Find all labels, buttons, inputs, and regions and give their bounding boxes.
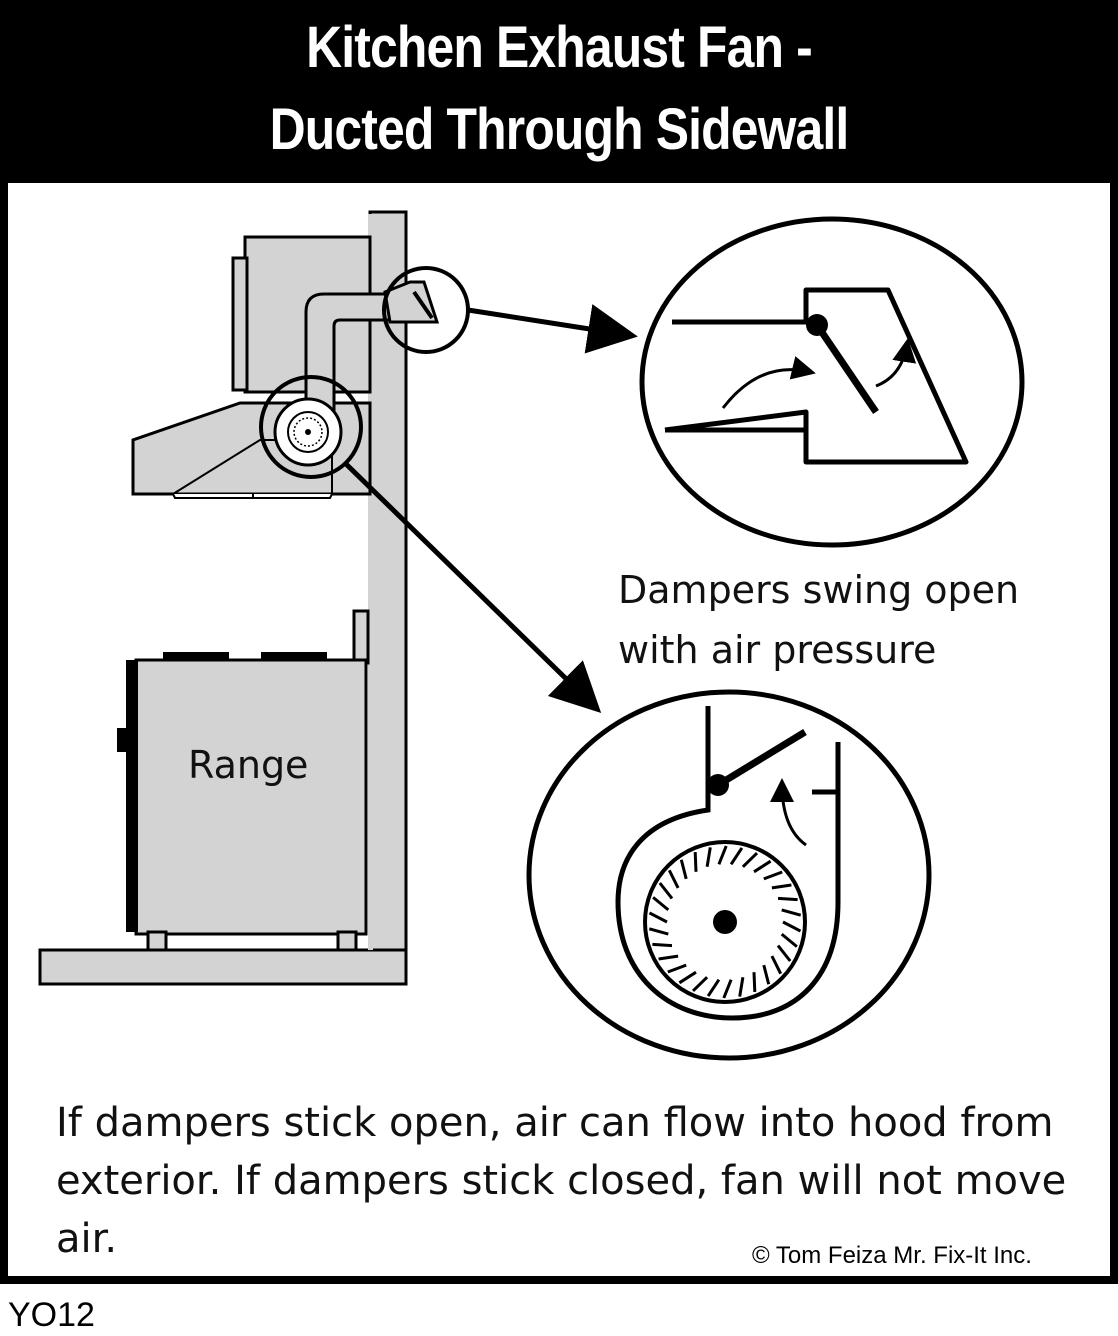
damper-callout-arrow — [467, 304, 638, 354]
fan-blade — [771, 883, 792, 890]
fan-blade — [679, 859, 688, 880]
fan-blade — [652, 896, 670, 912]
fan-callout-arrow — [343, 461, 602, 713]
fan-blade — [648, 927, 669, 936]
fan-blade — [763, 870, 783, 881]
title-line-1: Kitchen Exhaust Fan - — [306, 15, 813, 80]
damper-caption-line-1: Dampers swing open — [618, 568, 1020, 612]
fan-blade — [691, 976, 709, 992]
floor — [38, 948, 408, 986]
duct-damper-small — [383, 280, 440, 324]
range — [117, 609, 370, 952]
fan-blade — [753, 859, 772, 874]
diagram-frame — [0, 183, 1118, 1284]
fan-blade — [648, 911, 668, 924]
fan-blade — [705, 847, 712, 868]
note-line-1: If dampers stick open, air can flow into… — [56, 1100, 1054, 1146]
fan-blade — [693, 852, 698, 872]
title-banner: Kitchen Exhaust Fan - Ducted Through Sid… — [0, 0, 1118, 183]
fan-blade — [667, 963, 687, 974]
title-line-2: Ducted Through Sidewall — [269, 97, 850, 162]
fan-blade — [762, 964, 771, 985]
fan-blade — [741, 852, 759, 868]
fan-blade — [678, 970, 697, 985]
bottom-note: If dampers stick open, air can flow into… — [56, 1094, 1086, 1268]
fan-blade — [658, 882, 674, 900]
fan-blade — [717, 845, 728, 865]
damper-detail — [639, 216, 1025, 548]
fan-blade — [780, 932, 798, 948]
fan-blade — [752, 972, 757, 992]
fan-blade — [776, 944, 792, 962]
fan-callout-circle-small — [259, 375, 363, 479]
copyright-notice: © Tom Feiza Mr. Fix-It Inc. — [752, 1242, 1032, 1269]
note-line-2: exterior. If dampers stick closed, fan w… — [56, 1158, 1067, 1204]
damper-caption: Dampers swing open with air pressure — [618, 560, 1019, 680]
fan-blade — [738, 976, 745, 997]
fan-blade — [770, 955, 783, 975]
fan-blade — [667, 869, 680, 889]
hood-fan-small — [273, 397, 343, 467]
fan-blade — [722, 979, 733, 999]
figure-code: YO12 — [8, 1296, 95, 1334]
fan-blade — [729, 847, 744, 866]
fan-blade — [706, 978, 721, 997]
fan-blade — [658, 954, 679, 961]
fan-blade — [777, 896, 798, 902]
range-label: Range — [188, 743, 309, 787]
fan-blade — [652, 942, 673, 948]
fan-detail — [526, 689, 932, 1061]
fan-blade — [781, 908, 802, 917]
note-line-3: air. — [56, 1216, 118, 1262]
fan-blade — [782, 920, 802, 933]
damper-caption-line-2: with air pressure — [618, 628, 937, 672]
